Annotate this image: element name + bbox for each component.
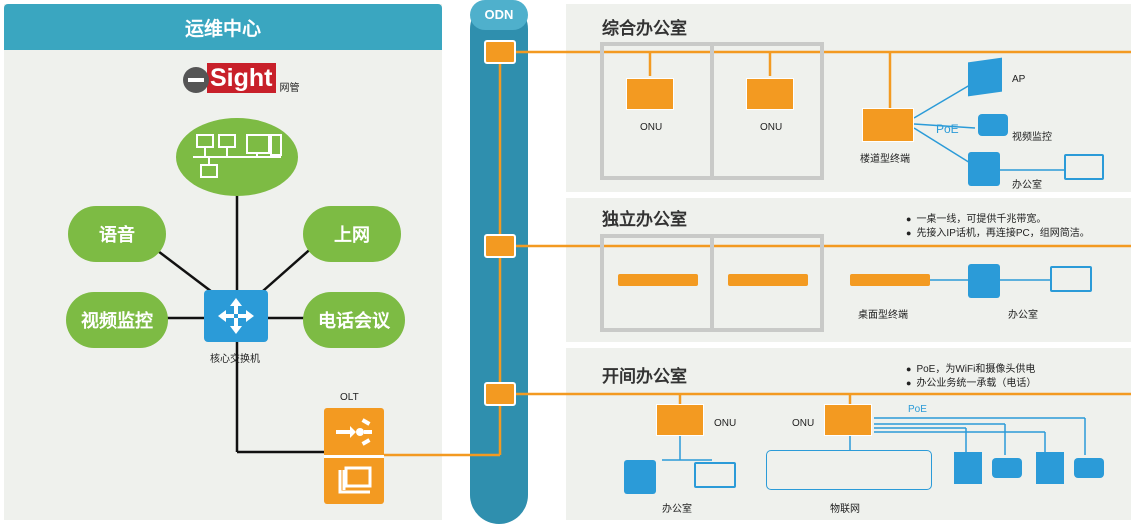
camera-icon — [1074, 458, 1104, 478]
independent-bullet: 先接入IP话机，再连接PC，组网简洁。 — [906, 224, 1089, 239]
ops-center-title: 运维中心 — [4, 4, 442, 50]
office-label: 办公室 — [662, 504, 692, 515]
onu-label: ONU — [714, 418, 737, 429]
poe-label: PoE — [936, 122, 959, 136]
ap-icon — [1036, 452, 1064, 484]
onu-device — [746, 78, 794, 110]
room-divider — [710, 234, 714, 332]
laptop-icon — [694, 462, 736, 488]
splitter-icon — [484, 382, 516, 406]
olt-terminal-icon — [338, 466, 372, 494]
camera-icon — [992, 458, 1022, 478]
odn-label: ODN — [484, 7, 514, 22]
independent-office-title: 独立办公室 — [602, 210, 687, 229]
olt-splitter-icon — [336, 418, 372, 446]
esight-sub: 网管 — [279, 83, 300, 94]
cloud-internet: 上网 — [303, 206, 401, 262]
office-label: 办公室 — [1012, 180, 1042, 191]
cloud-conference-call: 电话会议 — [303, 292, 405, 348]
cloud-voice: 语音 — [68, 206, 166, 262]
poe-label: PoE — [908, 404, 927, 415]
esight-e-icon — [183, 67, 209, 93]
splitter-icon — [484, 40, 516, 64]
ap-icon — [968, 57, 1002, 97]
ip-phone-icon — [968, 152, 1000, 186]
onu-device — [656, 404, 704, 436]
core-switch-label: 核心交换机 — [210, 354, 260, 365]
ip-phone-icon — [624, 460, 656, 494]
onu-label: ONU — [760, 122, 783, 133]
camera-icon — [978, 114, 1008, 136]
office-label: 办公室 — [1008, 310, 1038, 321]
desktop-terminal-device — [850, 274, 930, 286]
network-cloud — [176, 118, 298, 196]
room-divider — [710, 42, 714, 180]
olt-label: OLT — [340, 392, 359, 403]
open-bullet: 办公业务统一承载（电话） — [906, 374, 1036, 389]
corridor-terminal-label: 楼道型终端 — [860, 154, 910, 165]
esight-logo: Sight 网管 — [183, 62, 300, 94]
laptop-icon — [1050, 266, 1092, 292]
desktop-terminal-device — [728, 274, 808, 286]
ip-phone-icon — [968, 264, 1000, 298]
splitter-icon — [484, 234, 516, 258]
olt-device — [324, 408, 384, 504]
general-office-title: 综合办公室 — [602, 19, 687, 38]
network-devices-icon — [193, 134, 282, 178]
open-bullet: PoE，为WiFi和摄像头供电 — [906, 360, 1035, 375]
odn-pipe-cap — [470, 0, 528, 30]
onu-label: ONU — [640, 122, 663, 133]
onu-label: ONU — [792, 418, 815, 429]
iot-box — [766, 450, 932, 490]
desktop-terminal-device — [618, 274, 698, 286]
ap-label: AP — [1012, 74, 1026, 85]
iot-label: 物联网 — [830, 504, 860, 515]
corridor-terminal-device — [862, 108, 914, 142]
cloud-video-surveillance: 视频监控 — [66, 292, 168, 348]
independent-bullet: 一桌一线，可提供千兆带宽。 — [906, 210, 1046, 225]
esight-wordmark: Sight — [207, 63, 276, 93]
core-switch-icon — [204, 290, 268, 342]
onu-device — [626, 78, 674, 110]
ap-icon — [954, 452, 982, 484]
laptop-icon — [1064, 154, 1104, 180]
video-label: 视频监控 — [1012, 132, 1052, 143]
onu-device — [824, 404, 872, 436]
open-office-title: 开间办公室 — [602, 367, 687, 386]
desktop-terminal-label: 桌面型终端 — [858, 310, 908, 321]
